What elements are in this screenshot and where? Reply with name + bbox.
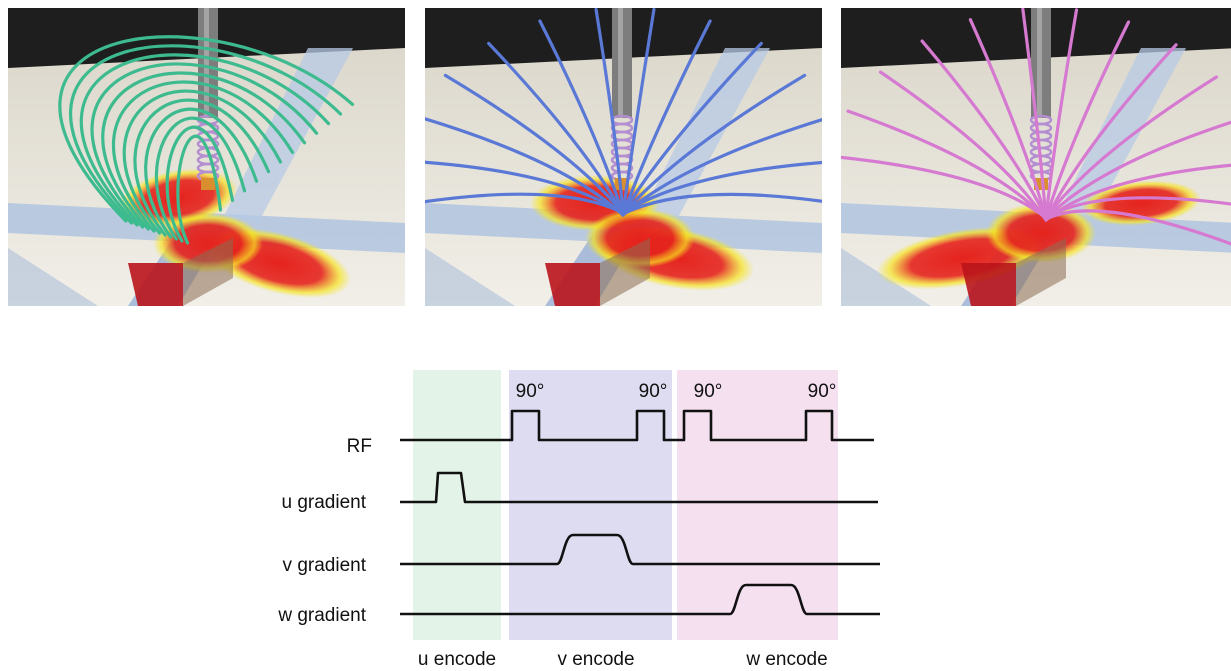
field-line — [1044, 209, 1231, 246]
field-line — [1044, 20, 1131, 221]
field-line — [133, 98, 271, 237]
field-line — [846, 109, 1048, 221]
cut-face-side — [600, 238, 650, 306]
w-gradient-label: w gradient — [277, 605, 366, 626]
field-line — [841, 155, 1048, 220]
field-line — [425, 192, 625, 215]
cut-face-side — [1016, 238, 1066, 306]
field-lines-panel-w — [841, 8, 1231, 306]
channel-corner — [8, 248, 98, 306]
pulse-2-label: 90° — [639, 381, 668, 402]
u-encode-band — [413, 370, 501, 640]
u-gradient-label: u gradient — [281, 492, 366, 513]
field-line — [1044, 75, 1219, 220]
field-line — [487, 41, 625, 216]
heat-spot — [585, 208, 695, 268]
field-line — [621, 118, 822, 217]
w-encode-band — [677, 370, 838, 640]
channel-corner — [425, 248, 515, 306]
u-encode-label: u encode — [418, 649, 496, 670]
field-line — [176, 134, 223, 245]
field-line — [878, 70, 1048, 222]
field-line — [621, 160, 822, 215]
cut-face — [961, 263, 1016, 306]
pulse-3-label: 90° — [694, 381, 723, 402]
rf-label: RF — [347, 436, 372, 457]
w-encode-label: w encode — [745, 649, 827, 670]
field-line — [1044, 8, 1079, 220]
probe-tip — [201, 178, 215, 190]
field-line — [920, 39, 1048, 220]
panel-illustration — [8, 8, 405, 306]
field-line — [621, 192, 822, 216]
cut-face-side — [183, 238, 233, 306]
field-line — [154, 116, 247, 241]
field-lines — [425, 8, 822, 217]
field-line — [111, 80, 295, 233]
field-line — [79, 53, 331, 227]
field-line — [90, 62, 319, 229]
field-lines — [58, 35, 355, 245]
channel-back — [1056, 48, 1186, 223]
cut-face — [128, 263, 183, 306]
panel-illustration — [425, 8, 822, 306]
panel-illustration — [841, 8, 1231, 306]
field-line — [538, 19, 625, 217]
v-encode-label: v encode — [557, 649, 634, 670]
v-encode-band — [509, 370, 672, 640]
field-line — [1044, 43, 1178, 222]
u-gradient-trace — [400, 471, 878, 504]
field-line — [621, 8, 656, 216]
field-lines-panel-v — [425, 8, 822, 306]
pulse-4-label: 90° — [808, 381, 837, 402]
field-line — [968, 18, 1048, 221]
field-line — [425, 160, 625, 216]
heat-spot — [1081, 180, 1201, 226]
field-line — [1021, 8, 1048, 222]
probe-highlight — [1037, 8, 1042, 118]
field-lines-panel-u — [8, 8, 405, 306]
field-line — [1044, 196, 1231, 220]
heat-spot — [986, 203, 1096, 263]
field-line — [594, 8, 625, 215]
pulse-1-label: 90° — [516, 381, 545, 402]
field-line — [443, 73, 625, 215]
v-gradient-trace — [400, 533, 880, 566]
probe-highlight — [204, 8, 209, 118]
field-line — [144, 107, 259, 239]
field-line — [165, 125, 235, 243]
field-line — [425, 117, 625, 217]
field-line — [621, 41, 763, 215]
field-line — [1044, 120, 1231, 221]
w-gradient-trace — [400, 583, 880, 616]
v-gradient-label: v gradient — [283, 555, 367, 576]
field-line — [621, 73, 807, 216]
field-line — [58, 35, 355, 223]
cut-face — [545, 263, 600, 306]
probe-highlight — [618, 8, 623, 118]
field-line — [122, 89, 283, 235]
field-line — [101, 71, 307, 231]
rf-trace — [400, 409, 874, 442]
field-line — [621, 19, 712, 217]
field-line — [69, 44, 343, 225]
field-lines — [841, 8, 1231, 246]
